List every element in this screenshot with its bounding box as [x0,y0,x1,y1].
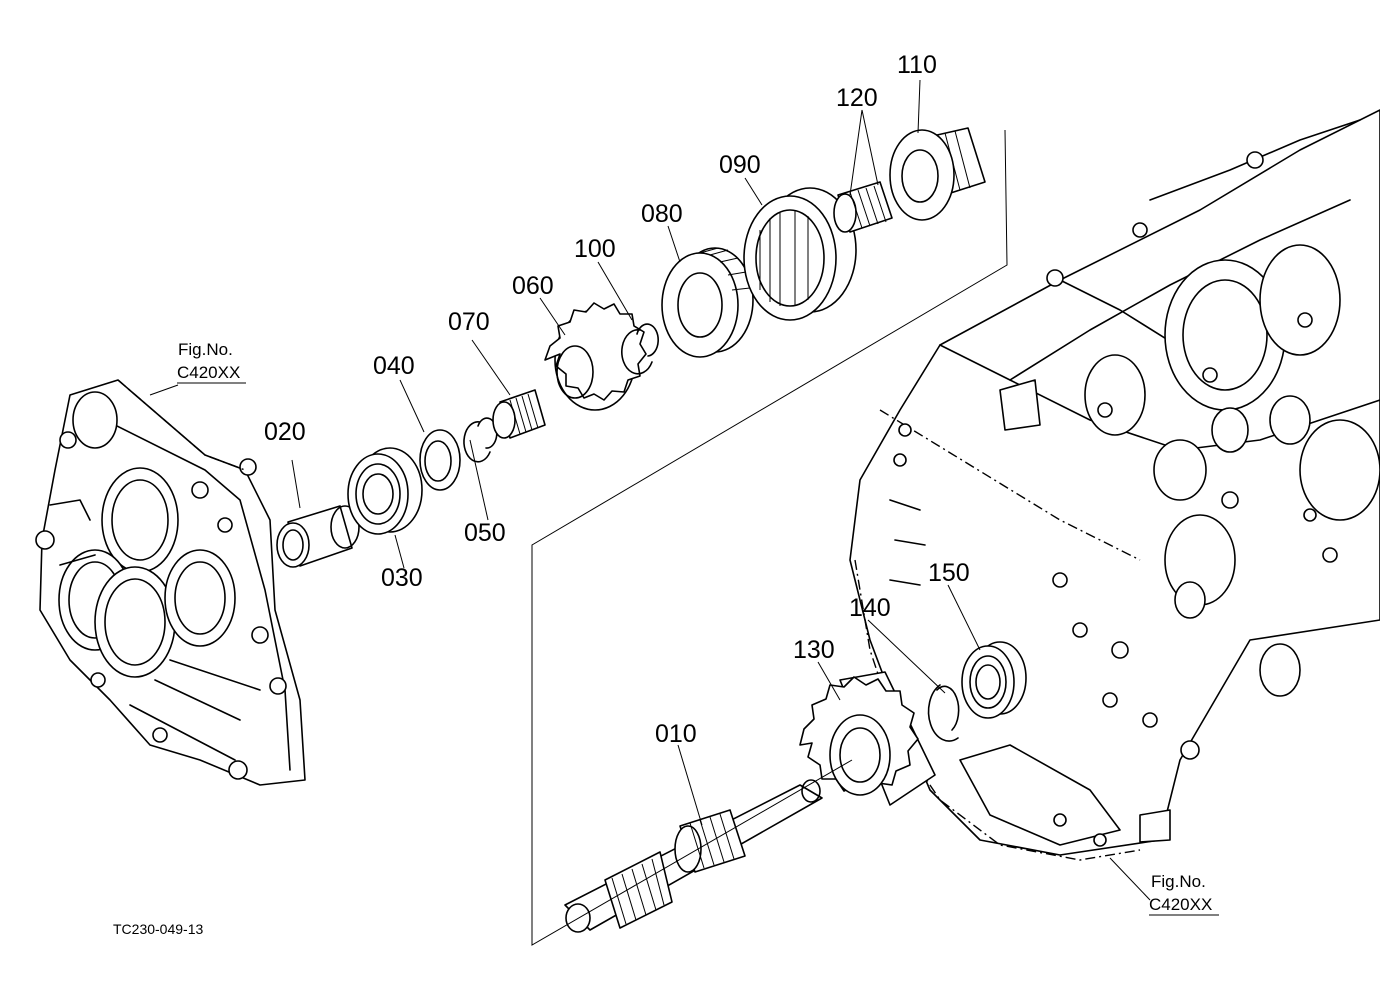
part-150-ball-bearing [961,641,1027,719]
transmission-case [849,109,1380,861]
label-150: 150 [928,559,970,587]
fig-ref-right-line1: Fig.No. [1151,872,1206,891]
part-labels: 010 020 030 040 050 060 070 080 090 100 … [264,51,970,748]
label-070: 070 [448,308,490,336]
label-010: 010 [655,720,697,748]
label-080: 080 [641,200,683,228]
part-020-needle-bearing [276,505,360,568]
part-080-hub [661,247,754,358]
part-010-shaft [564,779,823,933]
part-090-sleeve [743,187,857,321]
label-100: 100 [574,235,616,263]
label-110: 110 [897,51,937,79]
part-050-snap-ring [463,417,498,463]
assembly-boundary-lines [531,129,1008,946]
leader-lines [149,79,1151,901]
part-030-ball-bearing [347,447,423,535]
part-070-needle-bearing [492,389,546,439]
label-040: 040 [373,352,415,380]
fig-ref-left-line2: C420XX [177,363,240,382]
label-140: 140 [849,594,891,622]
part-100-snap-ring [621,323,659,375]
fig-ref-left: Fig.No. C420XX [177,340,246,384]
fig-ref-right-line2: C420XX [1149,895,1212,914]
fig-ref-left-line1: Fig.No. [178,340,233,359]
label-090: 090 [719,151,761,179]
part-110-gear [889,127,986,221]
part-140-snap-ring [927,684,960,742]
fig-ref-right: Fig.No. C420XX [1149,872,1219,916]
label-030: 030 [381,564,423,592]
label-060: 060 [512,272,554,300]
part-130-gear [799,671,936,806]
left-housing-cover [35,379,306,786]
label-050: 050 [464,519,506,547]
part-120-needle-bearings [833,181,893,233]
part-040-washer [419,429,461,491]
label-020: 020 [264,418,306,446]
part-060-gear [544,302,647,411]
label-130: 130 [793,636,835,664]
label-120: 120 [836,84,878,112]
drawing-code: TC230-049-13 [113,921,203,937]
